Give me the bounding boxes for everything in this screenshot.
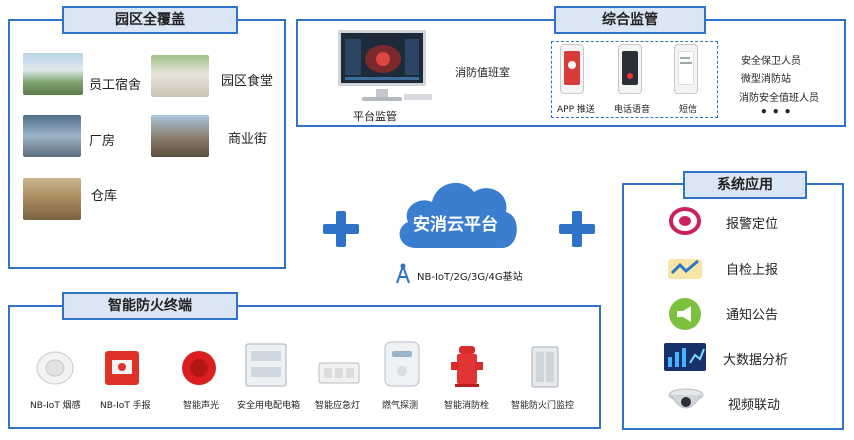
- terminal-gas-detector: 燃气探测: [382, 401, 419, 411]
- park-coverage-title: 园区全覆盖: [62, 6, 238, 34]
- terminal-emergency-light: 智能应急灯: [315, 401, 361, 411]
- self-check-report-icon: [668, 259, 702, 279]
- antenna-icon: [396, 263, 410, 284]
- park-item-canteen: 园区食堂: [221, 74, 274, 89]
- sound-light-alarm-icon: [182, 351, 216, 385]
- alert-app-push: APP 推送: [557, 105, 595, 115]
- terminal-distribution-box: 安全用电配电箱: [237, 401, 301, 411]
- people-security-guard: 安全保卫人员: [741, 56, 801, 67]
- commercial-street-photo: [151, 115, 209, 157]
- distribution-box-icon: [245, 343, 287, 387]
- voice-call-phone: [618, 44, 642, 94]
- park-item-warehouse: 仓库: [91, 189, 118, 204]
- cloud-icon: [399, 182, 517, 248]
- monitoring-title: 综合监管: [554, 6, 706, 34]
- terminal-fire-door-monitor: 智能防火门监控: [511, 401, 575, 411]
- dormitory-photo: [23, 53, 83, 95]
- manual-alarm-icon: [105, 351, 139, 385]
- warehouse-photo: [23, 178, 81, 220]
- gas-detector-icon: [384, 341, 420, 387]
- announcement-icon: [669, 298, 701, 330]
- terminal-fire-hydrant: 智能消防栓: [444, 401, 490, 411]
- park-item-dormitory: 员工宿舍: [89, 78, 142, 93]
- app-alarm-location: 报警定位: [726, 217, 779, 232]
- location-alarm-icon: [669, 207, 701, 235]
- alert-sms: 短信: [679, 105, 698, 115]
- people-fire-duty-staff: 消防安全值班人员: [739, 93, 819, 104]
- fire-door-monitor-icon: [531, 346, 559, 388]
- canteen-photo: [151, 55, 209, 97]
- monitor-base: [362, 97, 402, 101]
- people-mini-fire-station: 微型消防站: [741, 74, 791, 85]
- monitor-stand: [376, 89, 388, 97]
- app-self-check-report: 自检上报: [726, 263, 779, 278]
- factory-photo: [23, 115, 81, 157]
- terminal-smoke-detector: NB-IoT 烟感: [30, 401, 81, 411]
- system-apps-title: 系统应用: [683, 171, 807, 199]
- app-video-linkage: 视频联动: [728, 398, 781, 413]
- fire-terminals-title: 智能防火终端: [62, 292, 238, 320]
- video-camera-icon: [668, 388, 704, 409]
- system-apps-panel: [622, 183, 844, 430]
- app-push-phone: [560, 44, 584, 94]
- people-ellipsis: • • •: [760, 105, 792, 119]
- app-announcement: 通知公告: [726, 308, 779, 323]
- terminal-sound-light: 智能声光: [183, 401, 220, 411]
- emergency-light-icon: [318, 362, 360, 384]
- cloud-platform-title: 安消云平台: [413, 215, 498, 235]
- smoke-detector-icon: [36, 351, 74, 385]
- sms-phone: [674, 44, 698, 94]
- terminal-manual-alarm: NB-IoT 手报: [100, 401, 151, 411]
- duty-room-label: 消防值班室: [455, 66, 510, 79]
- alert-voice-call: 电话语音: [614, 105, 651, 115]
- app-big-data-analysis: 大数据分析: [723, 353, 789, 368]
- plus-right-icon: [559, 211, 595, 247]
- platform-monitor-screen: [338, 30, 426, 86]
- network-label: NB-IoT/2G/3G/4G基站: [417, 272, 523, 283]
- platform-label: 平台监管: [353, 110, 397, 123]
- fire-hydrant-icon: [451, 346, 483, 387]
- keyboard: [404, 94, 432, 100]
- park-item-commercial-street: 商业街: [228, 132, 268, 147]
- alert-channels-box: [551, 41, 718, 118]
- park-item-factory: 厂房: [89, 134, 116, 149]
- big-data-icon: [664, 343, 706, 371]
- monitor-dashboard-graphic: [341, 33, 423, 83]
- plus-left-icon: [323, 211, 359, 247]
